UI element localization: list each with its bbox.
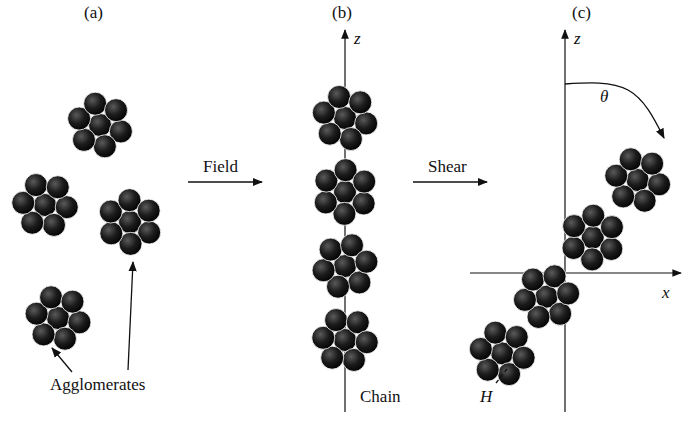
particle [53,327,76,350]
panel-label: (a) [84,4,103,21]
particle [612,185,635,208]
particle [93,135,116,158]
particle [641,152,664,175]
particle [318,122,341,145]
axis-label: x [662,284,670,301]
tilted-chain-agglomerate [513,265,579,329]
particle [619,148,642,171]
particle [42,213,65,236]
particle [21,211,44,234]
panel-label: (c) [572,4,591,21]
particle [319,238,342,261]
particle [314,191,337,214]
tilted-chain-agglomerate [469,321,535,385]
caption-label: Chain [360,388,401,405]
agglomerate [99,189,160,256]
particle [321,346,344,369]
particle [600,216,623,239]
angle-arc [565,83,664,138]
particle [32,323,55,346]
chain-agglomerate [314,159,375,226]
particle [513,288,536,311]
panel-label: (b) [332,4,352,21]
agglomerate [25,286,91,350]
particle [339,128,362,151]
particle [348,271,371,294]
particle [61,290,84,313]
particle [100,222,123,245]
particle [557,282,580,305]
tilted-chain-agglomerate [605,148,671,212]
tilted-chain-agglomerate [562,204,623,271]
caption-label: Agglomerates [50,376,145,393]
particle [476,358,499,381]
particle [72,128,95,151]
chain-agglomerate [312,309,378,372]
particle [355,250,378,273]
field-direction [496,369,507,383]
arrow-label: Field [203,158,238,175]
particle [46,176,69,199]
arrow-label: Shear [428,158,467,175]
particle [105,99,128,122]
particle [484,321,507,344]
field-label: H [480,388,492,405]
particle [137,199,160,222]
particle [40,286,63,309]
leader-arrow [52,348,72,372]
particle [521,268,544,291]
process-arrow [413,181,487,182]
particle [84,92,107,115]
particle [355,331,378,354]
agglomerate [12,174,78,237]
particle [328,85,351,108]
axis-label: z [354,30,361,47]
particle [312,259,335,282]
particle [633,189,656,212]
particle [349,91,372,114]
leader-arrow [128,262,133,370]
chain-agglomerate [312,234,378,298]
particle [549,302,572,325]
chain-agglomerate [312,85,377,150]
axis-label: z [574,30,581,47]
particle [505,326,528,349]
process-arrow [188,181,262,182]
particle [346,311,369,334]
particle [562,236,585,259]
particle [325,309,348,332]
angle-label: θ [600,88,608,105]
particle [353,170,376,193]
x-axis [470,272,681,273]
particle [512,346,535,369]
agglomerate [68,92,133,158]
particle [25,174,48,197]
